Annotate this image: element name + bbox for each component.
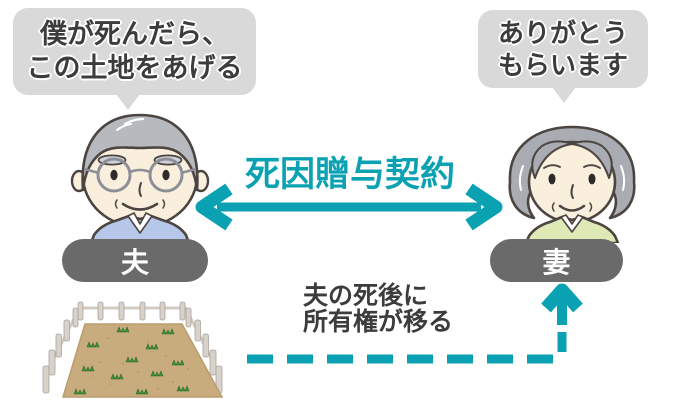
transfer-note-line2: 所有権が移る <box>303 307 454 336</box>
wife-label-pill: 妻 <box>490 239 623 282</box>
husband-illustration elderly-man-icon <box>70 113 210 243</box>
speech-bubble-tail <box>552 87 576 103</box>
double-headed-arrow-icon <box>195 183 503 231</box>
speech-bubble-wife-line1: ありがとう <box>497 17 628 48</box>
transfer-note-line1: 夫の死後に <box>303 282 429 310</box>
dashed-up-arrow-icon <box>240 283 583 364</box>
wife-illustration elderly-woman-icon <box>508 125 636 243</box>
transfer-note: 夫の死後に 所有権が移る <box>303 282 454 336</box>
speech-bubble-husband: 僕が死んだら、 この土地をあげる <box>13 8 256 110</box>
speech-bubble-wife-line2: もらいます <box>497 50 628 80</box>
wife-label: 妻 <box>542 246 571 278</box>
speech-bubble-husband-line2: この土地をあげる <box>26 52 243 83</box>
contract-title: 死因贈与契約 <box>244 155 455 194</box>
husband-label-pill: 夫 <box>62 239 208 282</box>
speech-bubble-husband-line1: 僕が死んだら、 <box>40 18 229 49</box>
husband-label: 夫 <box>120 246 149 278</box>
land-illustration farm-field-icon <box>42 301 224 398</box>
speech-bubble-tail <box>116 94 140 110</box>
speech-bubble-wife: ありがとう もらいます <box>478 10 648 103</box>
